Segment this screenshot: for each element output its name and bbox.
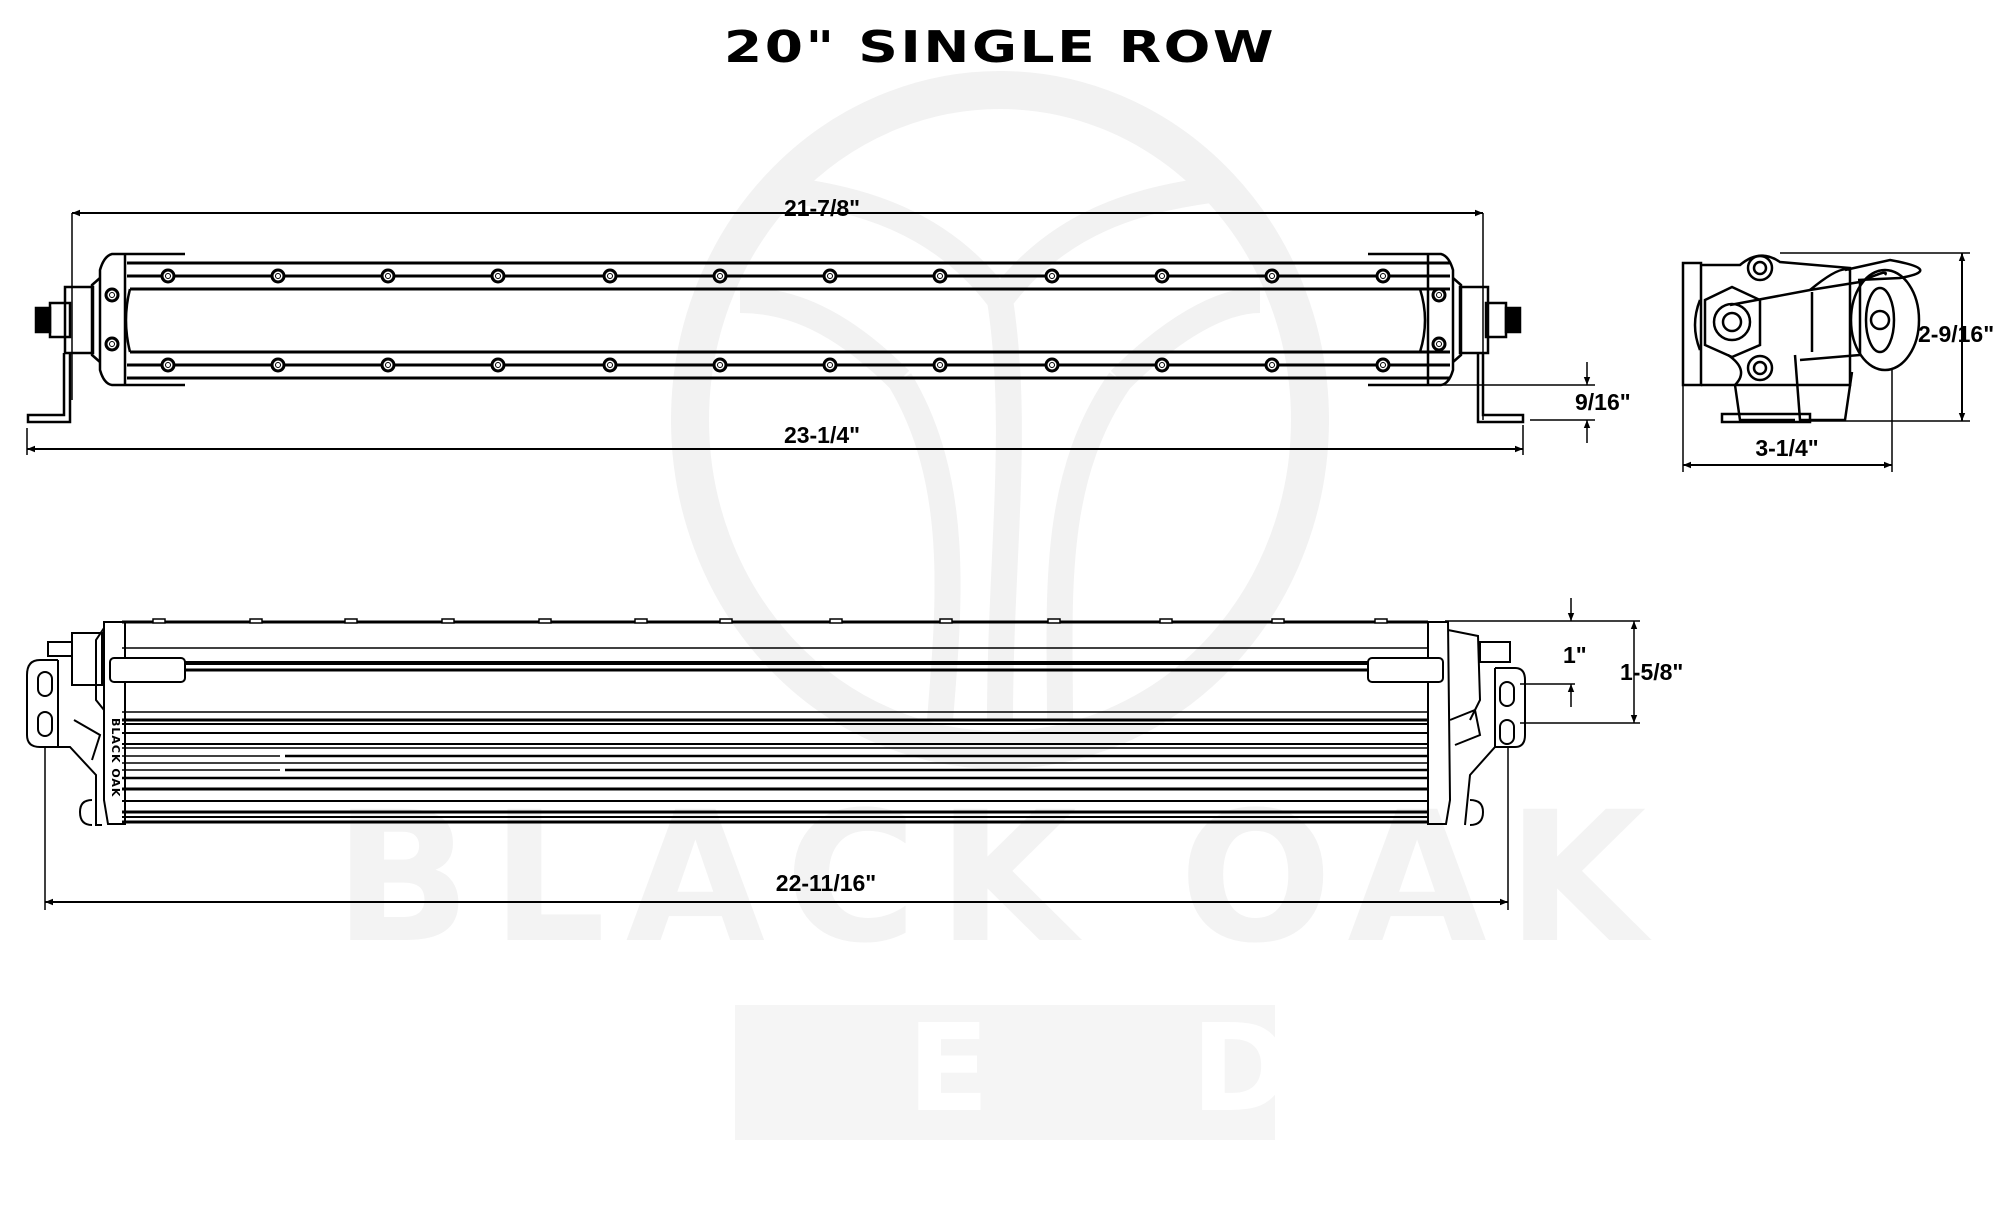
drawing-title: 20" SINGLE ROW — [723, 22, 1277, 73]
dimension-mount-height: 1-5/8" — [1620, 659, 1683, 685]
dimension-overall-width: 21-7/8" — [784, 195, 860, 221]
side-view: 2-9/16" 3-1/4" — [1681, 252, 1994, 472]
front-view: 21-7/8" — [26, 195, 1631, 455]
dimension-top-width: 22-11/16" — [776, 870, 876, 896]
watermark-sub: L E D — [629, 1000, 1371, 1139]
watermark-logo: BLACK OAK L E D — [334, 71, 1646, 1140]
dimension-side-height: 2-9/16" — [1918, 321, 1994, 347]
dimension-slot-spacing: 1" — [1563, 642, 1587, 668]
dimension-bracket-offset: 9/16" — [1575, 389, 1631, 415]
top-view: BLACK OAK 1" 1-5/8" 22-11/16" — [26, 598, 1683, 910]
housing-brand-text: BLACK OAK — [109, 718, 122, 797]
dimension-bracket-width: 23-1/4" — [784, 422, 860, 448]
dimension-side-depth: 3-1/4" — [1755, 435, 1818, 461]
